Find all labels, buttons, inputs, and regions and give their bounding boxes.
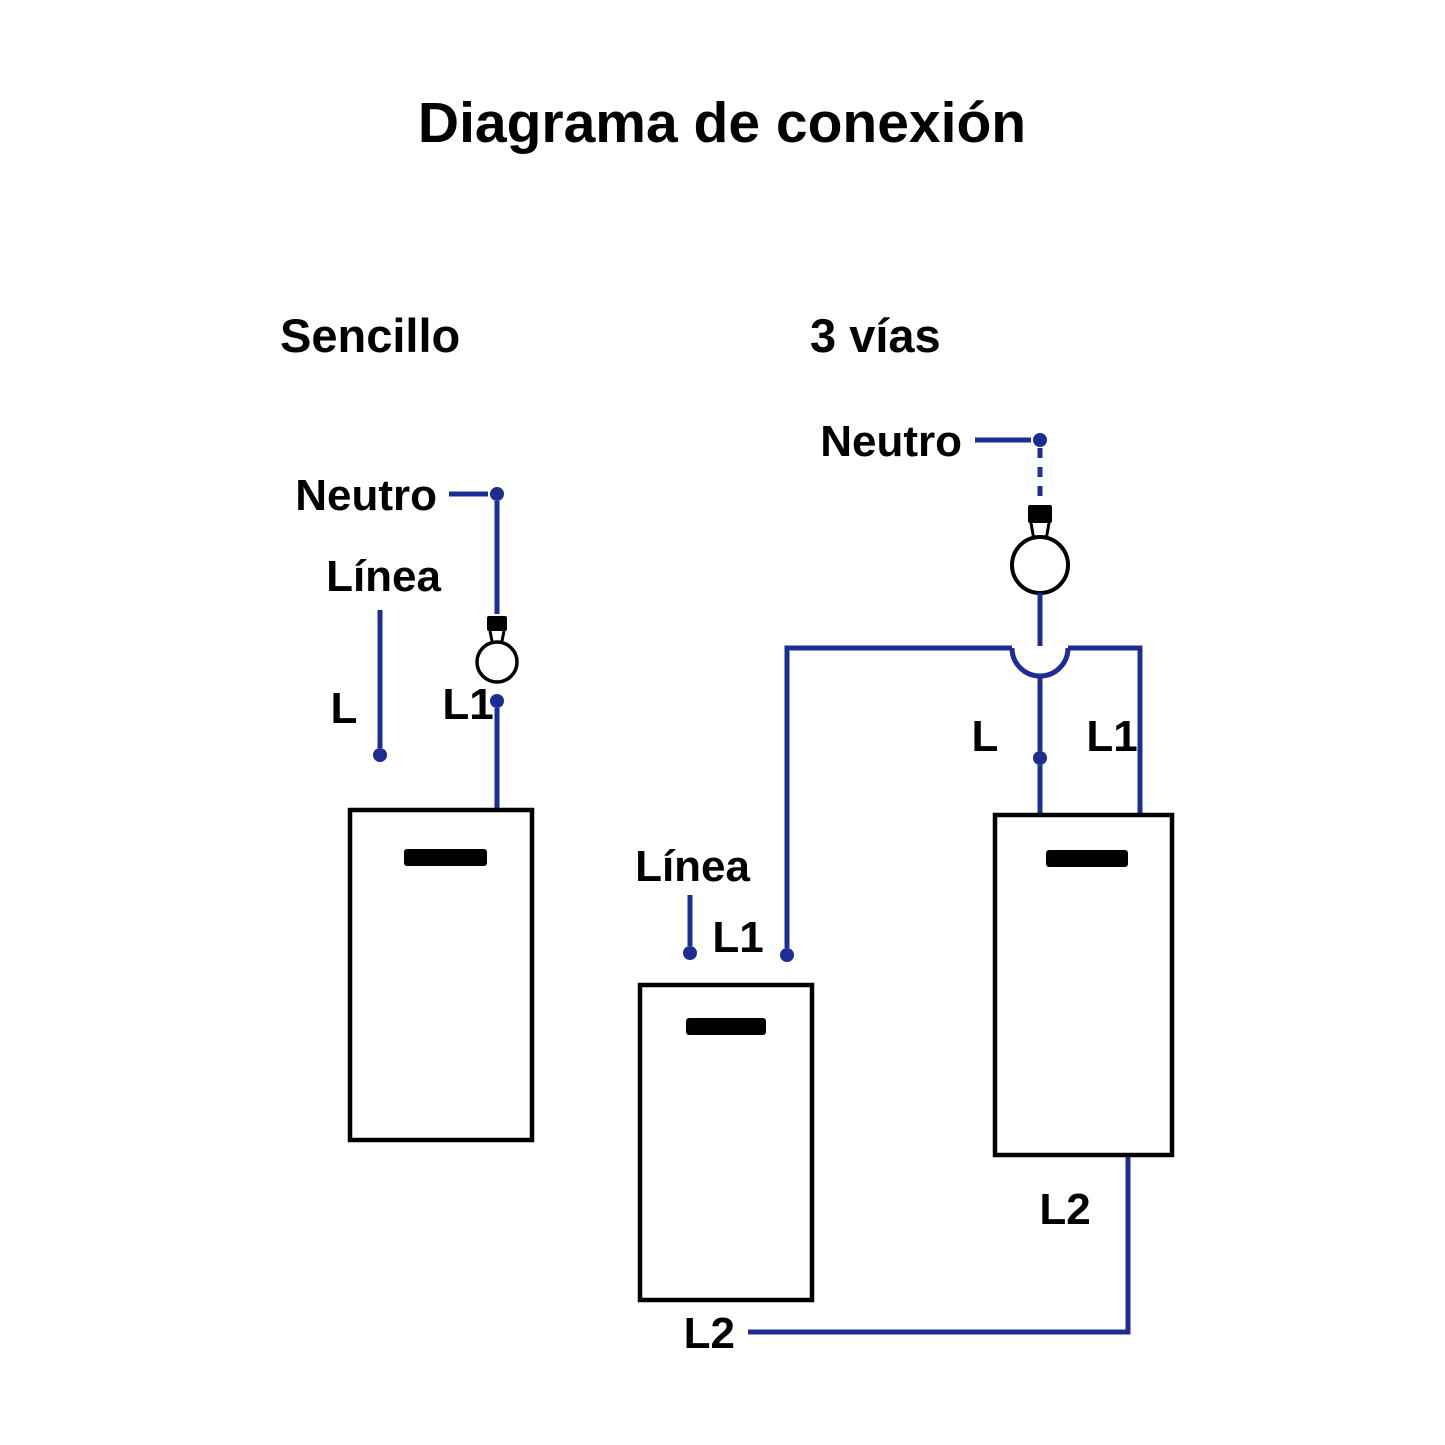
sencillo-terminal-l-label: L (331, 684, 358, 733)
sencillo-l1-junction-dot (490, 694, 504, 708)
tres-vias-circuit: 3 vías Neutro Línea (635, 309, 1175, 1358)
bulb-cap (487, 616, 507, 631)
sencillo-bulb-icon (475, 616, 519, 684)
switch-a-l2-label: L2 (684, 1309, 735, 1358)
tres-vias-neutro-junction-dot (1033, 433, 1047, 447)
switch-b-body (992, 812, 1175, 1158)
traveler-wire-hop (1009, 647, 1071, 679)
sencillo-linea-label: Línea (326, 552, 441, 601)
switch-a-linea-label: Línea (635, 842, 750, 891)
sencillo-neutro-label: Neutro (295, 471, 437, 520)
l2-return-wire (748, 1157, 1131, 1335)
switch-a-l1-label: L1 (712, 913, 763, 962)
sencillo-neutro-junction-dot (490, 487, 504, 501)
sencillo-section-label: Sencillo (280, 309, 460, 362)
sencillo-linea-terminal-dot (373, 748, 387, 762)
sencillo-terminal-l1-label: L1 (442, 680, 493, 729)
switch-b-l1-label: L1 (1086, 712, 1137, 761)
switch-b-l-label: L (972, 712, 999, 761)
bulb-cap (1028, 505, 1052, 523)
tres-vias-bulb-icon (1010, 505, 1070, 595)
tres-vias-section-label: 3 vías (810, 309, 941, 362)
switch-a-toggle (686, 1018, 766, 1035)
switch-b-toggle (1046, 850, 1128, 867)
bulb-glass (475, 640, 519, 684)
bulb-glass (1010, 535, 1070, 595)
sencillo-switch-toggle (404, 849, 487, 866)
tres-vias-neutro-label: Neutro (820, 417, 962, 466)
switch-a-linea-terminal-dot (683, 946, 697, 960)
traveler-wire-left (784, 645, 1012, 948)
switch-a-body (637, 982, 815, 1303)
traveler-wire-right (1068, 645, 1143, 815)
page-title: Diagrama de conexión (418, 91, 1026, 155)
switch-a-l1-terminal-dot (780, 948, 794, 962)
sencillo-circuit: Sencillo Neutro Línea L L1 (280, 309, 535, 1143)
switch-b-l2-label: L2 (1039, 1185, 1090, 1234)
tres-vias-common-terminal-dot (1033, 751, 1047, 765)
